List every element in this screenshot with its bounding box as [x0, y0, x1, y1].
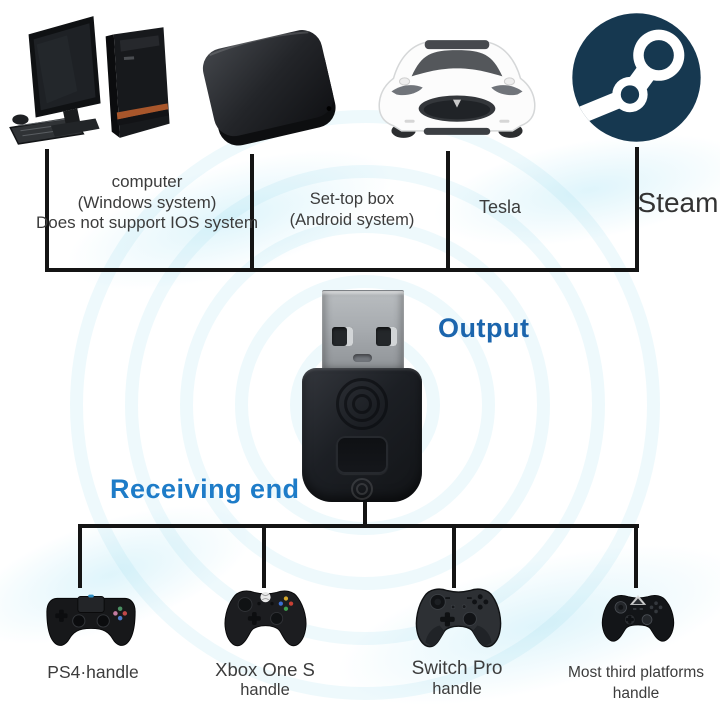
- computer-label-line3: Does not support IOS system: [35, 213, 259, 232]
- third-party-label-line1: Most third platforms: [567, 664, 705, 681]
- usb-contact-hole: [332, 327, 353, 346]
- usb-contact-hole: [376, 327, 397, 346]
- third-party-label-line2: handle: [612, 685, 660, 702]
- connector-switch-line: [452, 524, 456, 588]
- set-top-box-image: [202, 30, 336, 146]
- ps4-label: PS4·handle: [33, 662, 153, 683]
- switch-pro-label-line1: Switch Pro: [411, 658, 503, 679]
- set-top-box-label: Set-top box (Android system): [270, 189, 434, 230]
- usb-slot: [353, 354, 372, 362]
- connector-computer-line: [45, 149, 49, 271]
- steam-label: Steam: [628, 187, 720, 219]
- switch-pro-label-line2: handle: [432, 680, 482, 698]
- computer-label-line2: (Windows system): [77, 192, 217, 212]
- wireless-emblem: [336, 378, 388, 430]
- third-party-label: Most third platforms handle: [551, 662, 720, 704]
- pairing-button-image: [336, 436, 388, 474]
- top-bus-line: [45, 268, 639, 272]
- connector-dongle-line: [363, 498, 367, 527]
- output-label: Output: [438, 313, 530, 343]
- computer-label-line1: computer: [111, 172, 183, 191]
- bottom-bus-line: [78, 524, 639, 528]
- xbox-label-line2: handle: [240, 681, 290, 699]
- receiving-end-label: Receiving end: [110, 474, 300, 504]
- connector-xbox-line: [262, 524, 266, 588]
- steam-logo-icon: [572, 13, 701, 142]
- connector-settop-line: [250, 154, 254, 271]
- ps4-controller-image: [46, 594, 136, 646]
- xbox-one-s-controller-image: [224, 590, 307, 647]
- xbox-label: Xbox One S handle: [203, 658, 327, 700]
- switch-pro-label: Switch Pro handle: [395, 657, 519, 699]
- connector-tesla-line: [446, 151, 450, 271]
- xbox-label-line1: Xbox One S: [215, 659, 315, 680]
- tesla-car-image: [378, 40, 536, 138]
- connector-ps4-line: [78, 524, 82, 588]
- steam-label-line1: Steam: [637, 187, 719, 218]
- speaker-ring: [351, 478, 373, 500]
- desktop-computer-image: [9, 16, 170, 145]
- connector-steam-line: [635, 147, 639, 271]
- usb-receiver-image: [302, 368, 422, 502]
- connector-third-line: [634, 524, 638, 588]
- set-top-box-label-line1: Set-top box: [309, 190, 395, 208]
- ps4-label-line1: PS4·handle: [47, 662, 139, 682]
- tesla-label: Tesla: [458, 197, 542, 218]
- switch-pro-controller-image: [415, 588, 502, 648]
- tesla-label-line1: Tesla: [478, 197, 522, 217]
- set-top-box-label-line2: (Android system): [289, 210, 415, 229]
- computer-label: computer (Windows system) Does not suppo…: [27, 172, 267, 234]
- third-party-controller-image: [601, 595, 675, 642]
- usb-plug-image: [322, 290, 404, 372]
